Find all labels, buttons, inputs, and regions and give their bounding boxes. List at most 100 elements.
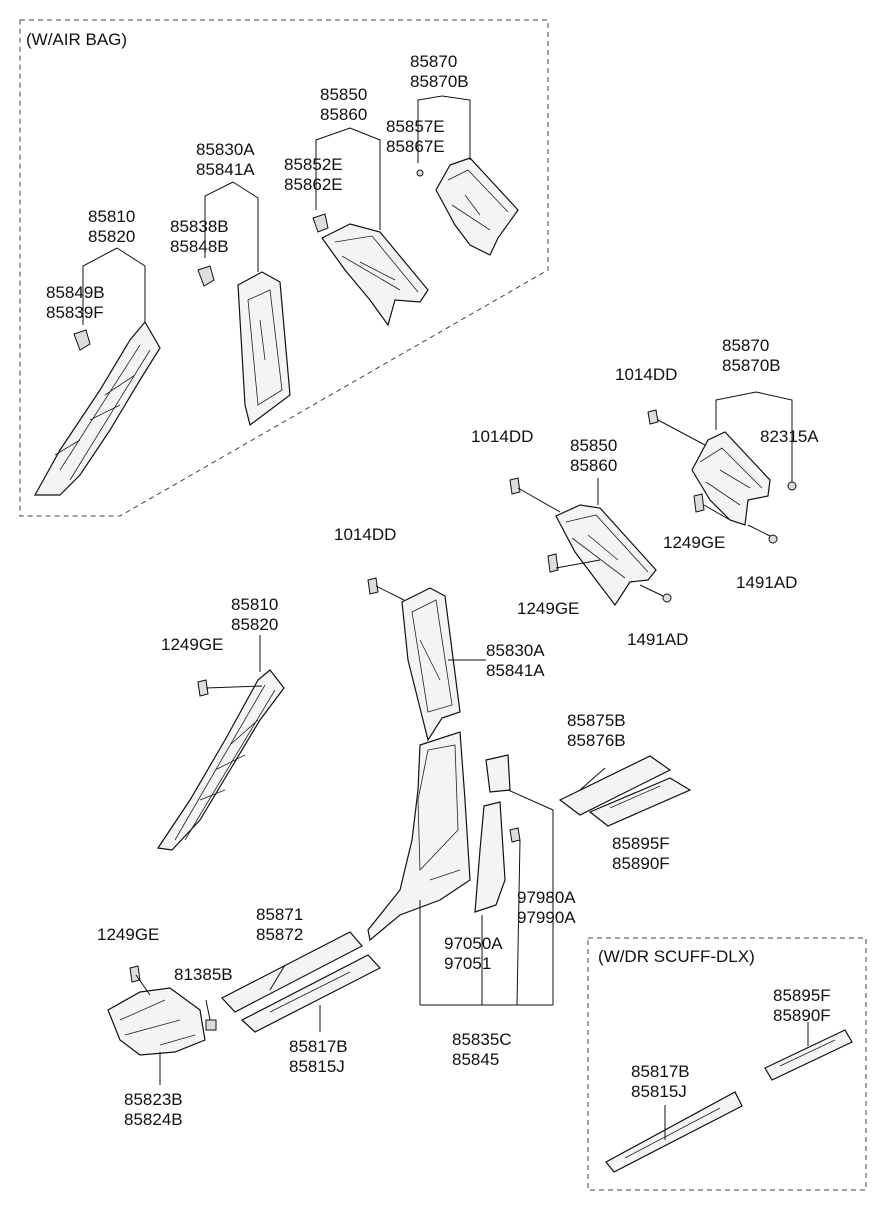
part-number-label: 85870B [410,72,469,91]
part-number-label: 85839F [46,303,104,322]
part-number-label: 85862E [284,175,343,194]
part-number-label: 85838B [170,217,229,236]
part-number-label: 85870 [410,52,457,71]
a-pillar-trim-airbag [33,320,161,496]
part-number-label: 1014DD [615,365,677,384]
part-number-label: 97990A [517,908,576,927]
part-number-label: 1491AD [736,573,797,592]
clip-85838b [197,265,215,287]
leader-85875 [579,767,606,791]
dr-scuff-section-title: (W/DR SCUFF-DLX) [598,947,755,966]
part-number-label: 85860 [570,456,617,475]
b-pillar-upper-airbag [237,271,291,427]
part-number-label: 97980A [517,888,576,907]
clip-1491ad-c [662,593,672,603]
dr-rear-scuff-plate [764,1029,853,1081]
leader-ab-85810 [82,247,146,325]
part-number-label: 82315A [760,427,819,446]
part-number-label: 97050A [444,934,503,953]
part-number-label: 85870B [722,356,781,375]
clip-97050a [509,827,521,843]
b-pillar-lower-trim [367,731,471,942]
part-number-label: 1491AD [627,630,688,649]
part-number-label: 85852E [284,155,343,174]
air-bag-section-title: (W/AIR BAG) [26,30,127,49]
bolt-1014dd-d [647,409,659,425]
part-number-label: 85817B [631,1062,690,1081]
part-number-label: 85820 [231,615,278,634]
part-number-label: 1014DD [471,427,533,446]
c-pillar-trim-airbag [321,223,429,327]
part-number-label: 85841A [486,661,545,680]
screw-1249ge-c [547,553,559,573]
part-number-label: 85824B [124,1110,183,1129]
part-number-label: 1249GE [663,533,725,552]
part-number-label: 85895F [773,986,831,1005]
part-number-label: 85815J [289,1057,345,1076]
c-pillar-trim [555,504,657,607]
part-number-label: 85830A [486,641,545,660]
d-pillar-trim-airbag [435,157,519,256]
part-number-label: 85830A [196,140,255,159]
b-pillar-upper-trim [401,587,461,742]
part-number-label: 85876B [567,731,626,750]
part-number-label: 85871 [256,905,303,924]
part-labels: 8587085870B85857E85867E858508586085852E8… [46,52,831,1129]
part-number-label: 85867E [386,137,445,156]
clip-85857e [416,169,424,177]
part-number-label: 85850 [320,85,367,104]
part-number-label: 85817B [289,1037,348,1056]
part-number-label: 85823B [124,1090,183,1109]
part-number-label: 1249GE [161,635,223,654]
clip-82315a [787,481,797,491]
part-number-label: 85841A [196,160,255,179]
part-number-label: 85848B [170,237,229,256]
clip-1491ad-d [768,534,778,544]
part-number-label: 85810 [231,595,278,614]
part-number-label: 97051 [444,954,491,973]
leader-85871 [269,964,286,991]
cowl-side-trim [107,987,206,1056]
leader-85850 [517,478,664,597]
leader-ab-85870 [417,95,471,163]
part-number-label: 85875B [567,711,626,730]
leader-85823 [135,974,211,1085]
a-pillar-trim [156,669,285,851]
part-number-label: 85857E [386,117,445,136]
dr-scuff-section-box [587,937,867,1191]
part-number-label: 85835C [452,1030,512,1049]
leader-ab-85830 [204,181,259,272]
part-number-label: 85890F [773,1006,831,1025]
bolt-1014dd-b [367,577,379,595]
d-pillar-trim [691,431,771,526]
bolt-1014dd-c [509,477,521,495]
seat-belt-cover [474,754,511,913]
leader-ab-85850 [315,127,381,230]
part-number-label: 85895F [612,834,670,853]
part-number-label: 85872 [256,925,303,944]
leader-85835c [419,789,554,1006]
part-number-label: 81385B [174,965,233,984]
part-number-label: 85850 [570,436,617,455]
part-number-label: 85815J [631,1082,687,1101]
leader-fasteners-d [657,419,771,537]
screw-1249ge-a [197,679,209,697]
part-number-label: 85890F [612,854,670,873]
clip-85852e [312,213,329,233]
dr-front-scuff-plate [605,1091,743,1173]
part-number-label: 1014DD [334,525,396,544]
rear-scuff-plate [558,755,692,827]
clip-85849b [73,329,91,351]
leader-85810 [205,635,263,689]
part-number-label: 85845 [452,1050,499,1069]
part-number-label: 85860 [320,105,367,124]
screw-1249ge-d [693,493,705,513]
leader-85870 [715,391,793,482]
part-number-label: 85849B [46,283,105,302]
leader-85830 [375,585,486,661]
part-number-label: 85870 [722,336,769,355]
screw-1249ge-b [129,965,141,983]
part-number-label: 85820 [88,227,135,246]
